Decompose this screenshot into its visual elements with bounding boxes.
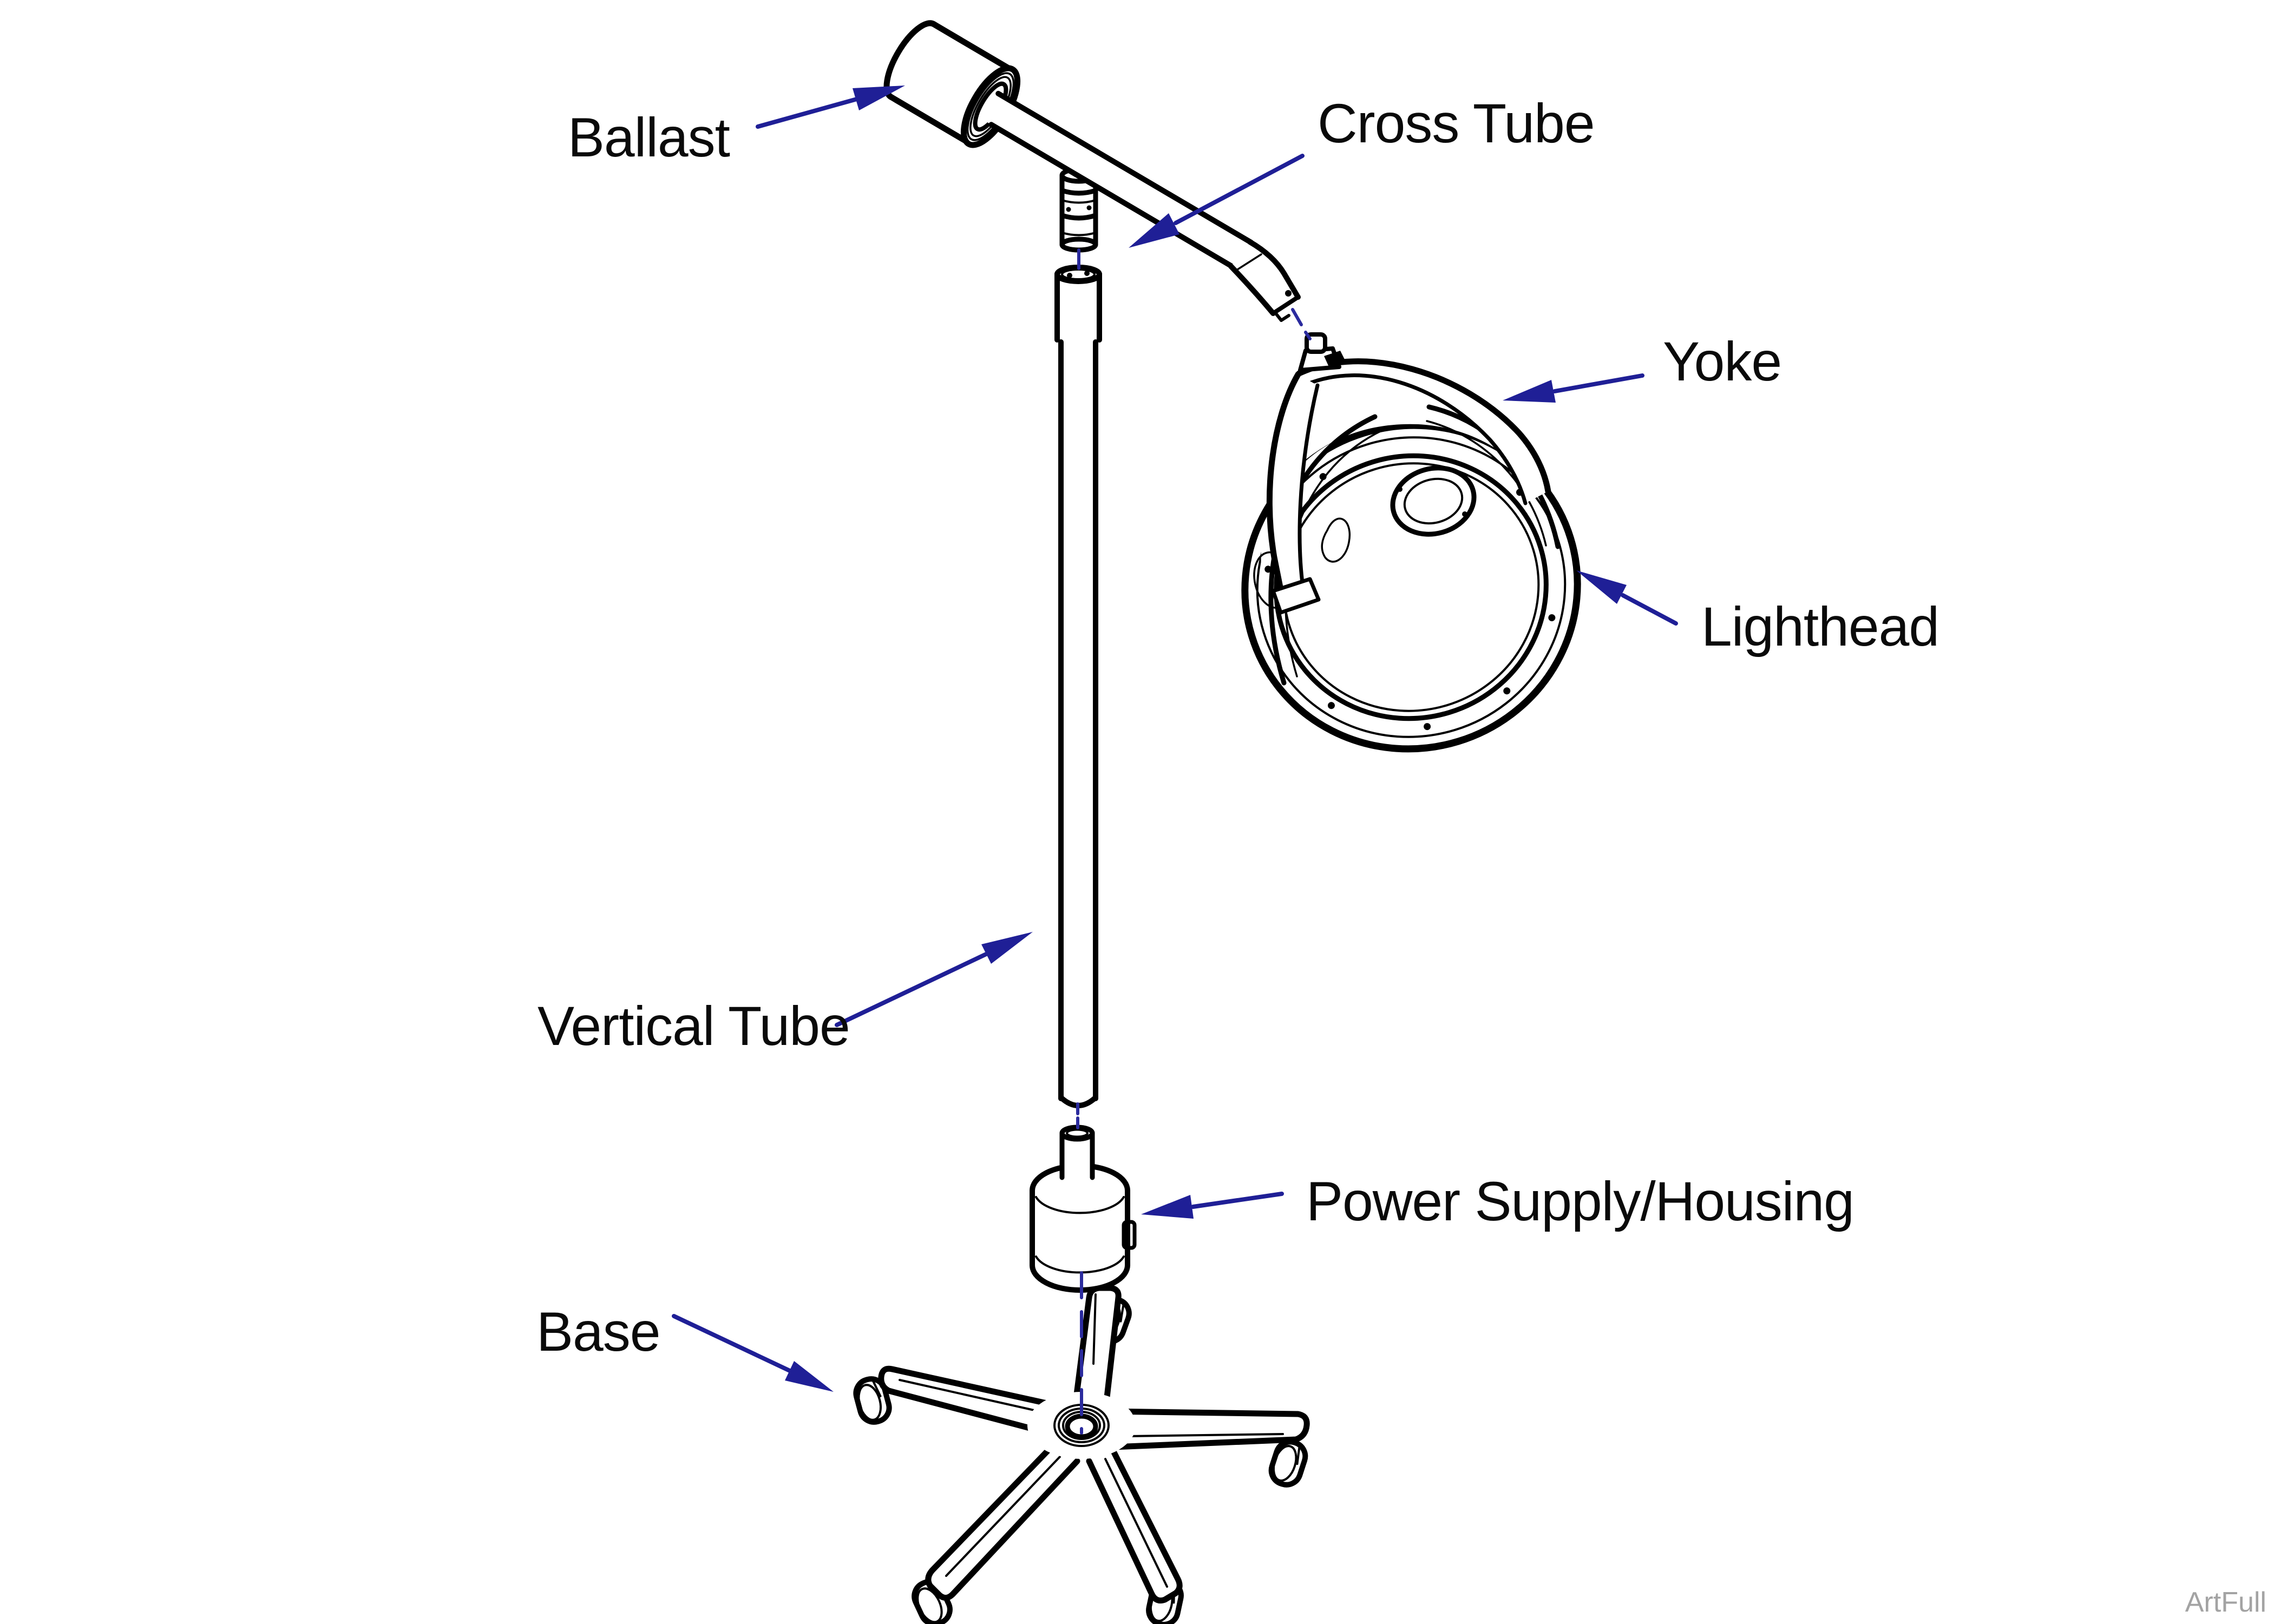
- base-leg-southeast: [1086, 1443, 1183, 1604]
- caster-west-icon: [853, 1376, 892, 1425]
- base-hub: [1027, 1392, 1136, 1459]
- label-base: Base: [536, 1301, 660, 1363]
- cross-tube-drawing: [982, 90, 1301, 322]
- base-arrow: [672, 1314, 834, 1392]
- base-drawing: [853, 1285, 1310, 1624]
- coupler-drawing: [1059, 167, 1098, 253]
- vertical-tube-drawing: [1054, 265, 1102, 1108]
- base-leg-east: [1106, 1408, 1310, 1450]
- lighthead-arrow: [1576, 570, 1678, 626]
- label-ballast: Ballast: [567, 107, 730, 168]
- watermark: ArtFull: [2185, 1587, 2266, 1618]
- cross-tube-arrow: [1129, 154, 1305, 248]
- base-leg-southwest: [925, 1441, 1080, 1601]
- power-supply-arrow: [1141, 1192, 1284, 1219]
- label-cross-tube: Cross Tube: [1318, 93, 1595, 154]
- label-yoke: Yoke: [1663, 331, 1782, 392]
- vertical-tube-arrow: [835, 932, 1033, 1027]
- label-power-supply: Power Supply/Housing: [1306, 1171, 1854, 1232]
- label-vertical-tube: Vertical Tube: [538, 995, 850, 1057]
- label-arrows: [672, 86, 1678, 1392]
- power-supply-drawing: [1030, 1125, 1137, 1293]
- caster-east-icon: [1268, 1439, 1308, 1488]
- ballast-arrow: [756, 86, 905, 129]
- base-leg-west: [878, 1365, 1062, 1437]
- yoke-arrow: [1503, 373, 1644, 403]
- centerlines: [1076, 248, 1312, 1435]
- lighthead-drawing: [1241, 404, 1581, 753]
- label-lighthead: Lighthead: [1701, 596, 1939, 658]
- yoke-drawing: [1264, 332, 1556, 731]
